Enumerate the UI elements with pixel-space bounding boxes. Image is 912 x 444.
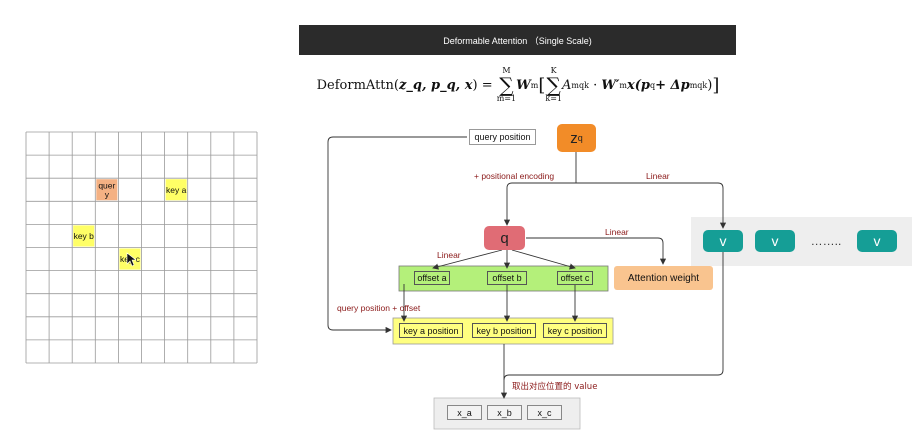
grid-cell-1 [165, 179, 187, 201]
formula-w: W [516, 77, 531, 93]
edge-q-to-offset-c [511, 249, 576, 270]
formula-lhs: DeformAttn( [316, 77, 399, 93]
value-node-2: v [755, 230, 795, 252]
value-node-3: v [857, 230, 897, 252]
grid-cell-0 [96, 179, 118, 201]
zq-node-main: z [570, 129, 578, 147]
formula-delta-sub: mqk [689, 80, 708, 90]
grid-lines [25, 131, 258, 364]
grid-cell-2 [73, 225, 95, 247]
offset-b-node: offset b [487, 271, 527, 285]
formula-close: ) [707, 77, 713, 93]
key-b-position-node: key b position [472, 323, 536, 338]
x-a-node: x_a [447, 405, 482, 420]
x-c-node: x_c [527, 405, 562, 420]
formula-sum-k-symbol: ∑ [546, 73, 561, 97]
grid-cell-label: quer [98, 180, 115, 190]
label-query-plus-offset: query position + offset [337, 303, 421, 313]
grid-cell-label: key a [166, 185, 187, 195]
edge-q-to-attention [526, 237, 667, 265]
label-linear-to-v: Linear [646, 171, 670, 181]
query-position-node: query position [469, 129, 536, 145]
attention-weight-node: Attention weight [614, 266, 713, 290]
edge-zq-to-q [503, 152, 577, 226]
formula-a-sub: mqk [571, 80, 589, 90]
diagram-title: Deformable Attention （Single Scale) [299, 25, 736, 55]
x-b-node: x_b [487, 405, 522, 420]
label-linear-to-attention: Linear [605, 227, 629, 237]
edge-zq-to-v [576, 182, 727, 229]
value-node-1: v [703, 230, 743, 252]
formula-w-sub: m [530, 80, 539, 90]
mouse-cursor-icon [126, 252, 137, 267]
formula-lbracket: [ [538, 74, 546, 96]
formula-sum-m-symbol: ∑ [499, 73, 514, 97]
formula-dot: · [588, 77, 602, 93]
formula-q-sub: q [649, 80, 656, 90]
label-positional-encoding: + positional encoding [474, 171, 555, 181]
key-c-position-node: key c position [543, 323, 607, 338]
edge-query-position [327, 136, 467, 334]
label-fetch-value: 取出对应位置的 value [512, 382, 598, 392]
offset-a-node: offset a [414, 271, 450, 285]
key-a-position-node: key a position [399, 323, 463, 338]
formula-delta: + Δp [655, 77, 690, 93]
formula-rparen: ) = [472, 77, 497, 93]
grid-cell-label: y [105, 189, 110, 199]
label-linear-to-offset: Linear [437, 250, 461, 260]
formula-x-term: x(p [626, 77, 650, 93]
formula-a: A [561, 77, 572, 93]
formula-sum-m-top: M [502, 66, 511, 75]
formula-w-prime-sub: m [619, 80, 627, 90]
offset-c-node: offset c [557, 271, 593, 285]
formula-sum-k-top: K [550, 66, 557, 75]
value-ellipsis: …….. [810, 234, 842, 248]
formula-w-prime: W′ [601, 77, 620, 93]
formula-sum-k: K ∑ k=1 [545, 67, 562, 103]
edge-v-to-values [503, 252, 724, 381]
formula-sum-k-bottom: k=1 [545, 94, 562, 103]
edge-q-to-offset-a [432, 249, 503, 270]
formula-sum-m-bottom: m=1 [496, 94, 517, 103]
q-node: q [484, 226, 525, 250]
grid-cell-label: key b [74, 231, 95, 241]
formula-sum-m: M ∑ m=1 [497, 67, 516, 103]
formula-lhs-args: z_q, p_q, x [398, 77, 473, 93]
zq-node-sub: q [577, 133, 583, 143]
formula-rbracket: ] [712, 74, 720, 96]
